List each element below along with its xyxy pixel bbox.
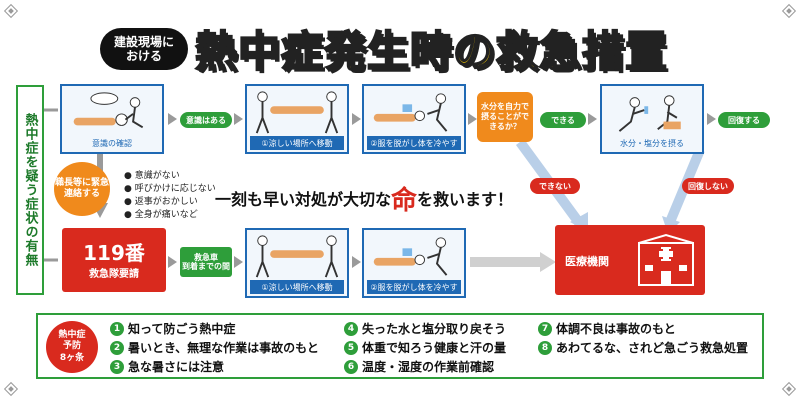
- arrow-icon: [588, 113, 597, 125]
- cooling-person-icon: [373, 237, 448, 276]
- step-drink-water: 水分・塩分を摂る: [600, 84, 704, 154]
- slogan: 一刻も早い対処が大切な命を救います！: [215, 180, 513, 217]
- site-badge-line1: 建設現場に: [113, 34, 174, 49]
- call-number: 119番: [83, 240, 145, 265]
- contact-foreman-badge: 職長等に緊急連絡する: [54, 162, 110, 216]
- arrow-icon: [468, 113, 477, 125]
- carry-person-icon: [255, 91, 339, 134]
- carry-person-icon: [255, 235, 339, 278]
- tag-until-ambulance: 救急車 到着までの間: [180, 247, 232, 277]
- slogan-after: を救います！: [417, 190, 514, 209]
- symptom-sidebar: 熱中症を疑う症状の有無: [16, 85, 44, 295]
- symptom-item: ● 意識がない: [124, 171, 180, 181]
- tag-conscious: 意識はある: [180, 112, 232, 128]
- step-move-cool-place-2: ①涼しい場所へ移動: [245, 228, 349, 298]
- arrow-icon: [168, 256, 177, 268]
- tag-not-recovered: 回復しない: [682, 178, 734, 194]
- tag-can: できる: [540, 112, 586, 128]
- step-cool-caption-2: ②服を脱がし体を冷やす: [367, 280, 461, 294]
- slogan-life: 命: [391, 186, 418, 216]
- drinking-person-icon: [618, 95, 681, 132]
- step-cool-body: ②服を脱がし体を冷やす: [362, 84, 466, 154]
- cooling-person-icon: [373, 93, 448, 132]
- medical-label: 医療機関: [565, 255, 609, 268]
- person-lying-icon: [73, 92, 144, 129]
- question-self-hydrate: 水分を自力で摂ることができるか？: [477, 92, 533, 142]
- tag-recovered: 回復する: [718, 112, 770, 128]
- arrow-icon: [234, 113, 243, 125]
- arrow-icon: [234, 256, 243, 268]
- arrow-icon: [352, 256, 361, 268]
- step-drink-caption: 水分・塩分を摂る: [620, 138, 684, 148]
- symptom-item: ● 全身が痛いなど: [124, 210, 198, 220]
- medical-institution-box: 医療機関: [555, 225, 705, 295]
- step-check-consciousness: 意識の確認: [60, 84, 164, 154]
- symptom-item: ● 返事がおかしい: [124, 197, 198, 207]
- step-cool-body-2: ②服を脱がし体を冷やす: [362, 228, 466, 298]
- page-title: 熱中症発生時の救急措置: [194, 26, 669, 77]
- sidebar-label: 熱中症を疑う症状の有無: [22, 113, 38, 267]
- step-move-caption: ①涼しい場所へ移動: [250, 136, 344, 150]
- step-cool-caption: ②服を脱がし体を冷やす: [367, 136, 461, 150]
- site-badge: 建設現場に おける: [100, 28, 188, 70]
- step-move-caption-2: ①涼しい場所へ移動: [250, 280, 344, 294]
- symptom-list: ● 意識がない ● 呼びかけに応じない ● 返事がおかしい ● 全身が痛いなど: [124, 170, 216, 222]
- arrow-icon: [707, 113, 716, 125]
- step-move-cool-place: ①涼しい場所へ移動: [245, 84, 349, 154]
- call-119-box: 119番 救急隊要請: [62, 228, 166, 292]
- arrow-icon: [352, 113, 361, 125]
- hospital-icon: [638, 233, 694, 286]
- arrow-icon: [168, 113, 177, 125]
- tag-cannot: できない: [530, 178, 580, 194]
- slogan-before: 一刻も早い対処が大切な: [215, 190, 392, 209]
- site-badge-line2: おける: [125, 49, 162, 63]
- symptom-item: ● 呼びかけに応じない: [124, 184, 216, 194]
- call-label: 救急隊要請: [89, 268, 139, 280]
- step-check-caption: 意識の確認: [92, 138, 132, 148]
- prevention-badge: 熱中症 予防 8ヶ条: [46, 321, 98, 373]
